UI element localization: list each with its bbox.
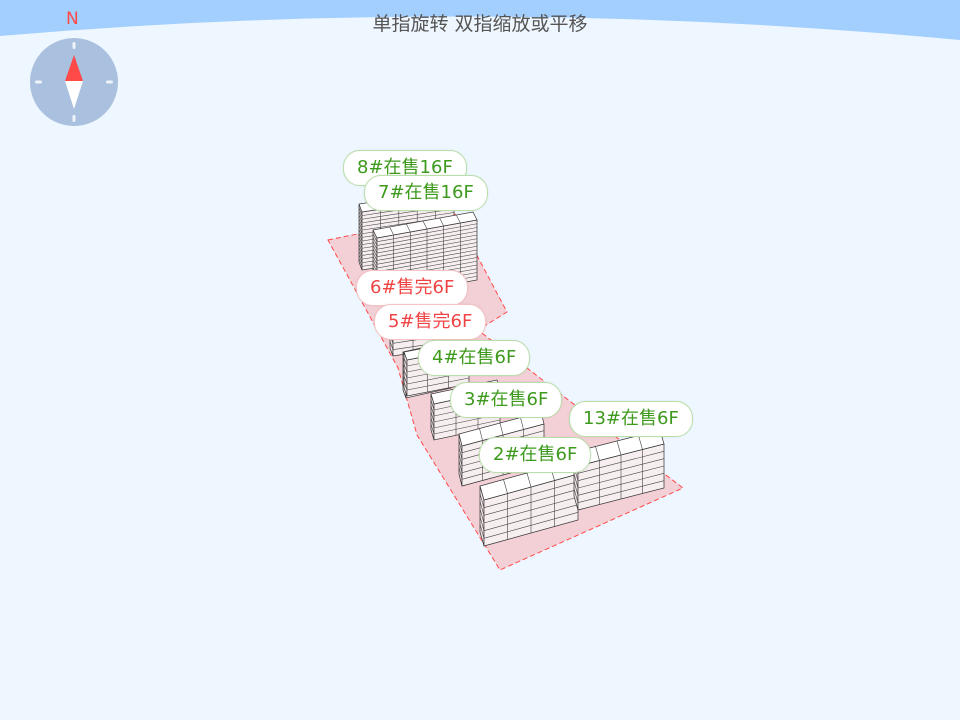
- floor-line: [389, 226, 394, 236]
- floor-line: [520, 417, 524, 430]
- floor-line: [406, 223, 411, 233]
- floor-line: [573, 473, 579, 489]
- sky-band: [0, 0, 960, 40]
- floor-line: [595, 446, 600, 461]
- building-label[interactable]: 7#在售16F: [364, 175, 488, 211]
- floor-line: [372, 252, 378, 261]
- floor-line: [403, 381, 408, 391]
- floor-line: [503, 479, 508, 494]
- building-label[interactable]: 6#售完6F: [356, 270, 469, 306]
- building-label[interactable]: 5#售完6F: [374, 304, 487, 340]
- gesture-hint: 单指旋转 双指缩放或平移: [372, 13, 588, 35]
- floor-line: [372, 233, 378, 242]
- floor-line: [479, 524, 485, 539]
- floor-line: [433, 419, 501, 435]
- floor-line: [372, 241, 378, 250]
- floor-line: [358, 243, 363, 252]
- floor-line: [430, 423, 435, 435]
- floor-line: [358, 254, 363, 263]
- floor-line: [358, 247, 363, 256]
- floor-line: [638, 435, 643, 450]
- floor-line: [406, 377, 470, 391]
- floor-line: [358, 236, 363, 245]
- floor-line: [456, 214, 461, 224]
- floor-line: [372, 256, 378, 265]
- floor-line: [573, 488, 579, 503]
- floor-line: [358, 258, 363, 267]
- floor-line: [499, 422, 504, 436]
- floor-line: [361, 208, 455, 224]
- floor-line: [403, 369, 408, 379]
- floor-line: [439, 217, 444, 227]
- floor-line: [358, 232, 363, 242]
- building-label[interactable]: 2#在售6F: [479, 437, 592, 473]
- floor-line: [372, 244, 378, 254]
- floor-line: [422, 220, 428, 230]
- floor-line: [361, 212, 455, 227]
- building-label[interactable]: 3#在售6F: [450, 382, 563, 418]
- floor-line: [458, 460, 463, 473]
- floor-line: [403, 375, 408, 385]
- floor-line: [358, 240, 363, 249]
- floor-line: [372, 259, 378, 269]
- floor-line: [526, 472, 532, 488]
- floor-line: [358, 214, 363, 223]
- floor-line: [358, 218, 363, 227]
- floor-line: [458, 453, 463, 467]
- building-label[interactable]: 13#在售6F: [569, 401, 693, 437]
- floor-line: [573, 481, 579, 496]
- building-label[interactable]: 4#在售6F: [418, 340, 531, 376]
- floor-line: [372, 248, 378, 257]
- north-label: N: [66, 9, 79, 29]
- floor-line: [358, 222, 363, 231]
- floor-line: [358, 207, 363, 216]
- floor-line: [430, 411, 435, 423]
- floor-line: [430, 399, 435, 411]
- floor-line: [358, 225, 363, 234]
- floor-line: [430, 417, 435, 429]
- floor-line: [479, 428, 483, 441]
- floor-line: [479, 516, 485, 531]
- floor-line: [458, 447, 463, 460]
- floor-line: [358, 229, 363, 238]
- floor-line: [403, 357, 408, 367]
- floor-line: [430, 405, 435, 417]
- floor-line: [358, 211, 363, 220]
- floor-line: [458, 440, 463, 453]
- floor-line: [372, 237, 378, 246]
- compass-icon[interactable]: [30, 38, 118, 126]
- floor-line: [403, 363, 408, 373]
- floor-line: [389, 341, 394, 350]
- floor-line: [479, 493, 485, 508]
- floor-line: [479, 508, 485, 524]
- floor-line: [358, 251, 363, 260]
- floor-line: [479, 501, 485, 516]
- floor-line: [458, 467, 463, 480]
- floor-line: [616, 440, 622, 456]
